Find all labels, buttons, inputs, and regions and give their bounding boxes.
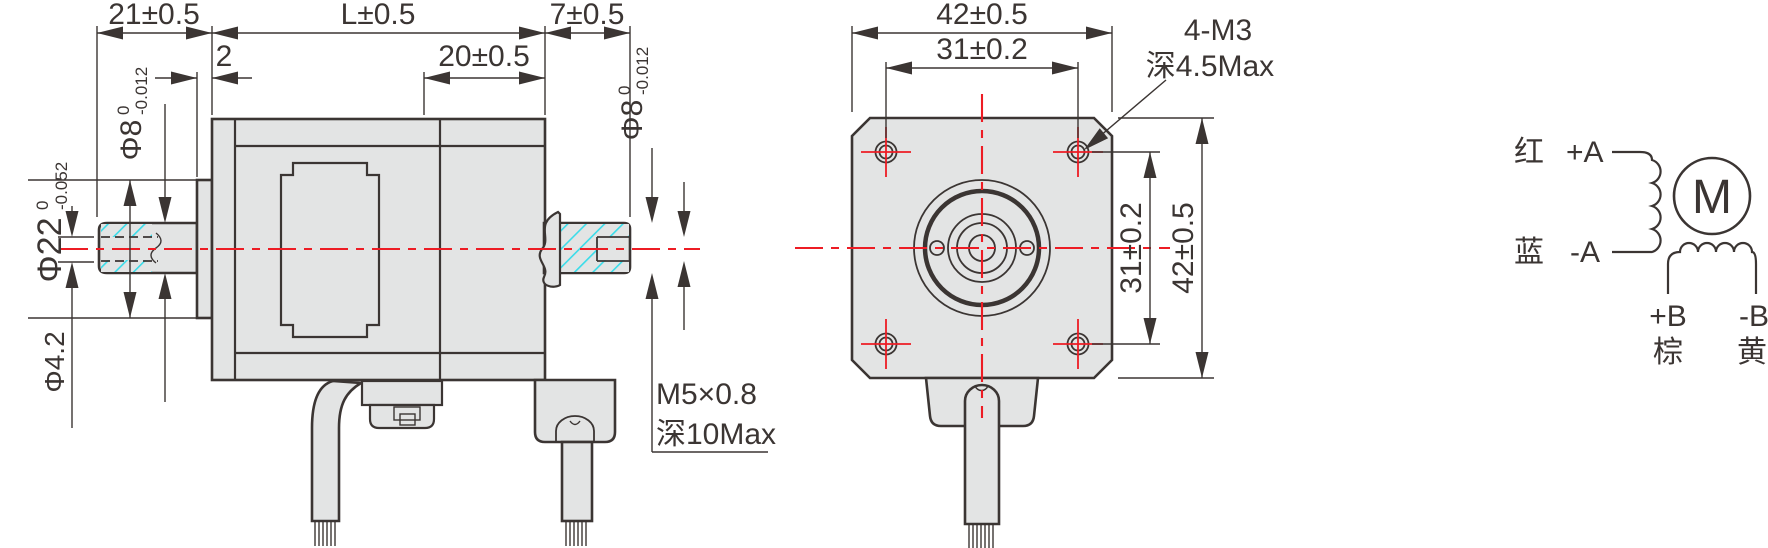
dim-rear-shaft-dia: Φ8 0 -0.012 bbox=[615, 47, 652, 141]
mount-hole-note-line1: 4-M3 bbox=[1184, 14, 1252, 47]
wire-color-red-label: 红 bbox=[1514, 136, 1544, 169]
lead-wires-side bbox=[310, 378, 617, 546]
pilot-dia-sub: -0.052 bbox=[52, 162, 71, 210]
wiring-diagram: 红 +A 蓝 -A M +B -B 棕 黄 bbox=[1514, 136, 1768, 369]
dim-boss-thickness: 2 bbox=[216, 40, 233, 73]
front-dimensions bbox=[851, 26, 1214, 379]
phase-b-coil bbox=[1666, 241, 1758, 294]
front-plate bbox=[850, 116, 1114, 380]
motor-symbol-circle bbox=[1672, 156, 1752, 236]
dim-hole-spacing-v: 31±0.2 bbox=[1115, 202, 1148, 294]
dim-rear-section: 20±0.5 bbox=[438, 40, 530, 73]
phase-b-plus-label: +B bbox=[1649, 300, 1687, 333]
dim-front-length: 21±0.5 bbox=[108, 0, 200, 31]
pilot-dia-sup: 0 bbox=[33, 201, 52, 210]
front-shaft-dia-base: Φ8 bbox=[115, 120, 148, 161]
dim-plate-width: 42±0.5 bbox=[936, 0, 1028, 31]
rear-shaft-dia-sup: 0 bbox=[615, 86, 634, 95]
wire-color-brown-label: 棕 bbox=[1653, 336, 1683, 369]
dim-body-length: L±0.5 bbox=[341, 0, 416, 31]
wire-strands-front bbox=[968, 524, 994, 548]
rear-shaft-dia-base: Φ8 bbox=[616, 100, 649, 141]
rear-shaft bbox=[538, 210, 632, 288]
dim-center-hole-dia: Φ4.2 bbox=[39, 331, 70, 392]
front-shaft-dia-sup: 0 bbox=[114, 106, 133, 115]
phase-a-plus-label: +A bbox=[1566, 136, 1604, 169]
side-view: 21±0.5 L±0.5 7±0.5 2 20±0.5 Φ8 0 -0.012 … bbox=[28, 0, 776, 546]
phase-a-coil bbox=[1612, 150, 1662, 254]
dim-plate-height: 42±0.5 bbox=[1167, 202, 1200, 294]
center-hole-dia-label: Φ4.2 bbox=[39, 331, 70, 392]
rear-shaft-dia-sub: -0.012 bbox=[633, 47, 652, 95]
thread-note-line1: M5×0.8 bbox=[656, 378, 757, 411]
dim-hole-spacing-h: 31±0.2 bbox=[936, 33, 1028, 66]
face-screw-hole-left bbox=[929, 240, 945, 256]
dim-hole-spacing-v-label: 31±0.2 bbox=[1115, 202, 1148, 294]
dim-plate-height-label: 42±0.5 bbox=[1167, 202, 1200, 294]
motor-symbol-label: M bbox=[1692, 171, 1732, 224]
front-cable bbox=[924, 376, 1040, 548]
front-shaft-dia-sub: -0.012 bbox=[132, 67, 151, 115]
phase-a-minus-label: -A bbox=[1570, 236, 1600, 269]
dim-rear-length: 7±0.5 bbox=[550, 0, 625, 31]
thread-note-line2: 深10Max bbox=[656, 418, 776, 451]
mount-hole-note-line2: 深4.5Max bbox=[1146, 50, 1274, 83]
wire-strands-left bbox=[314, 521, 336, 546]
connector-housing bbox=[360, 379, 444, 407]
phase-b-minus-label: -B bbox=[1739, 300, 1768, 333]
front-view: 42±0.5 31±0.2 31±0.2 42±0.5 4-M3 深4.5Max bbox=[795, 0, 1274, 548]
dim-pilot-dia: Φ22 0 -0.052 bbox=[31, 162, 71, 283]
stator-lamination bbox=[279, 161, 381, 339]
side-dimensions bbox=[28, 26, 768, 453]
rear-cable-housing bbox=[533, 378, 617, 444]
dim-front-shaft-dia: Φ8 0 -0.012 bbox=[114, 67, 151, 161]
wire-color-blue-label: 蓝 bbox=[1514, 236, 1544, 269]
wire-strands-rear bbox=[565, 521, 587, 546]
pilot-dia-base: Φ22 bbox=[31, 218, 69, 283]
mount-hole-bottom-left bbox=[861, 319, 911, 369]
wire-color-yellow-label: 黄 bbox=[1737, 336, 1767, 369]
